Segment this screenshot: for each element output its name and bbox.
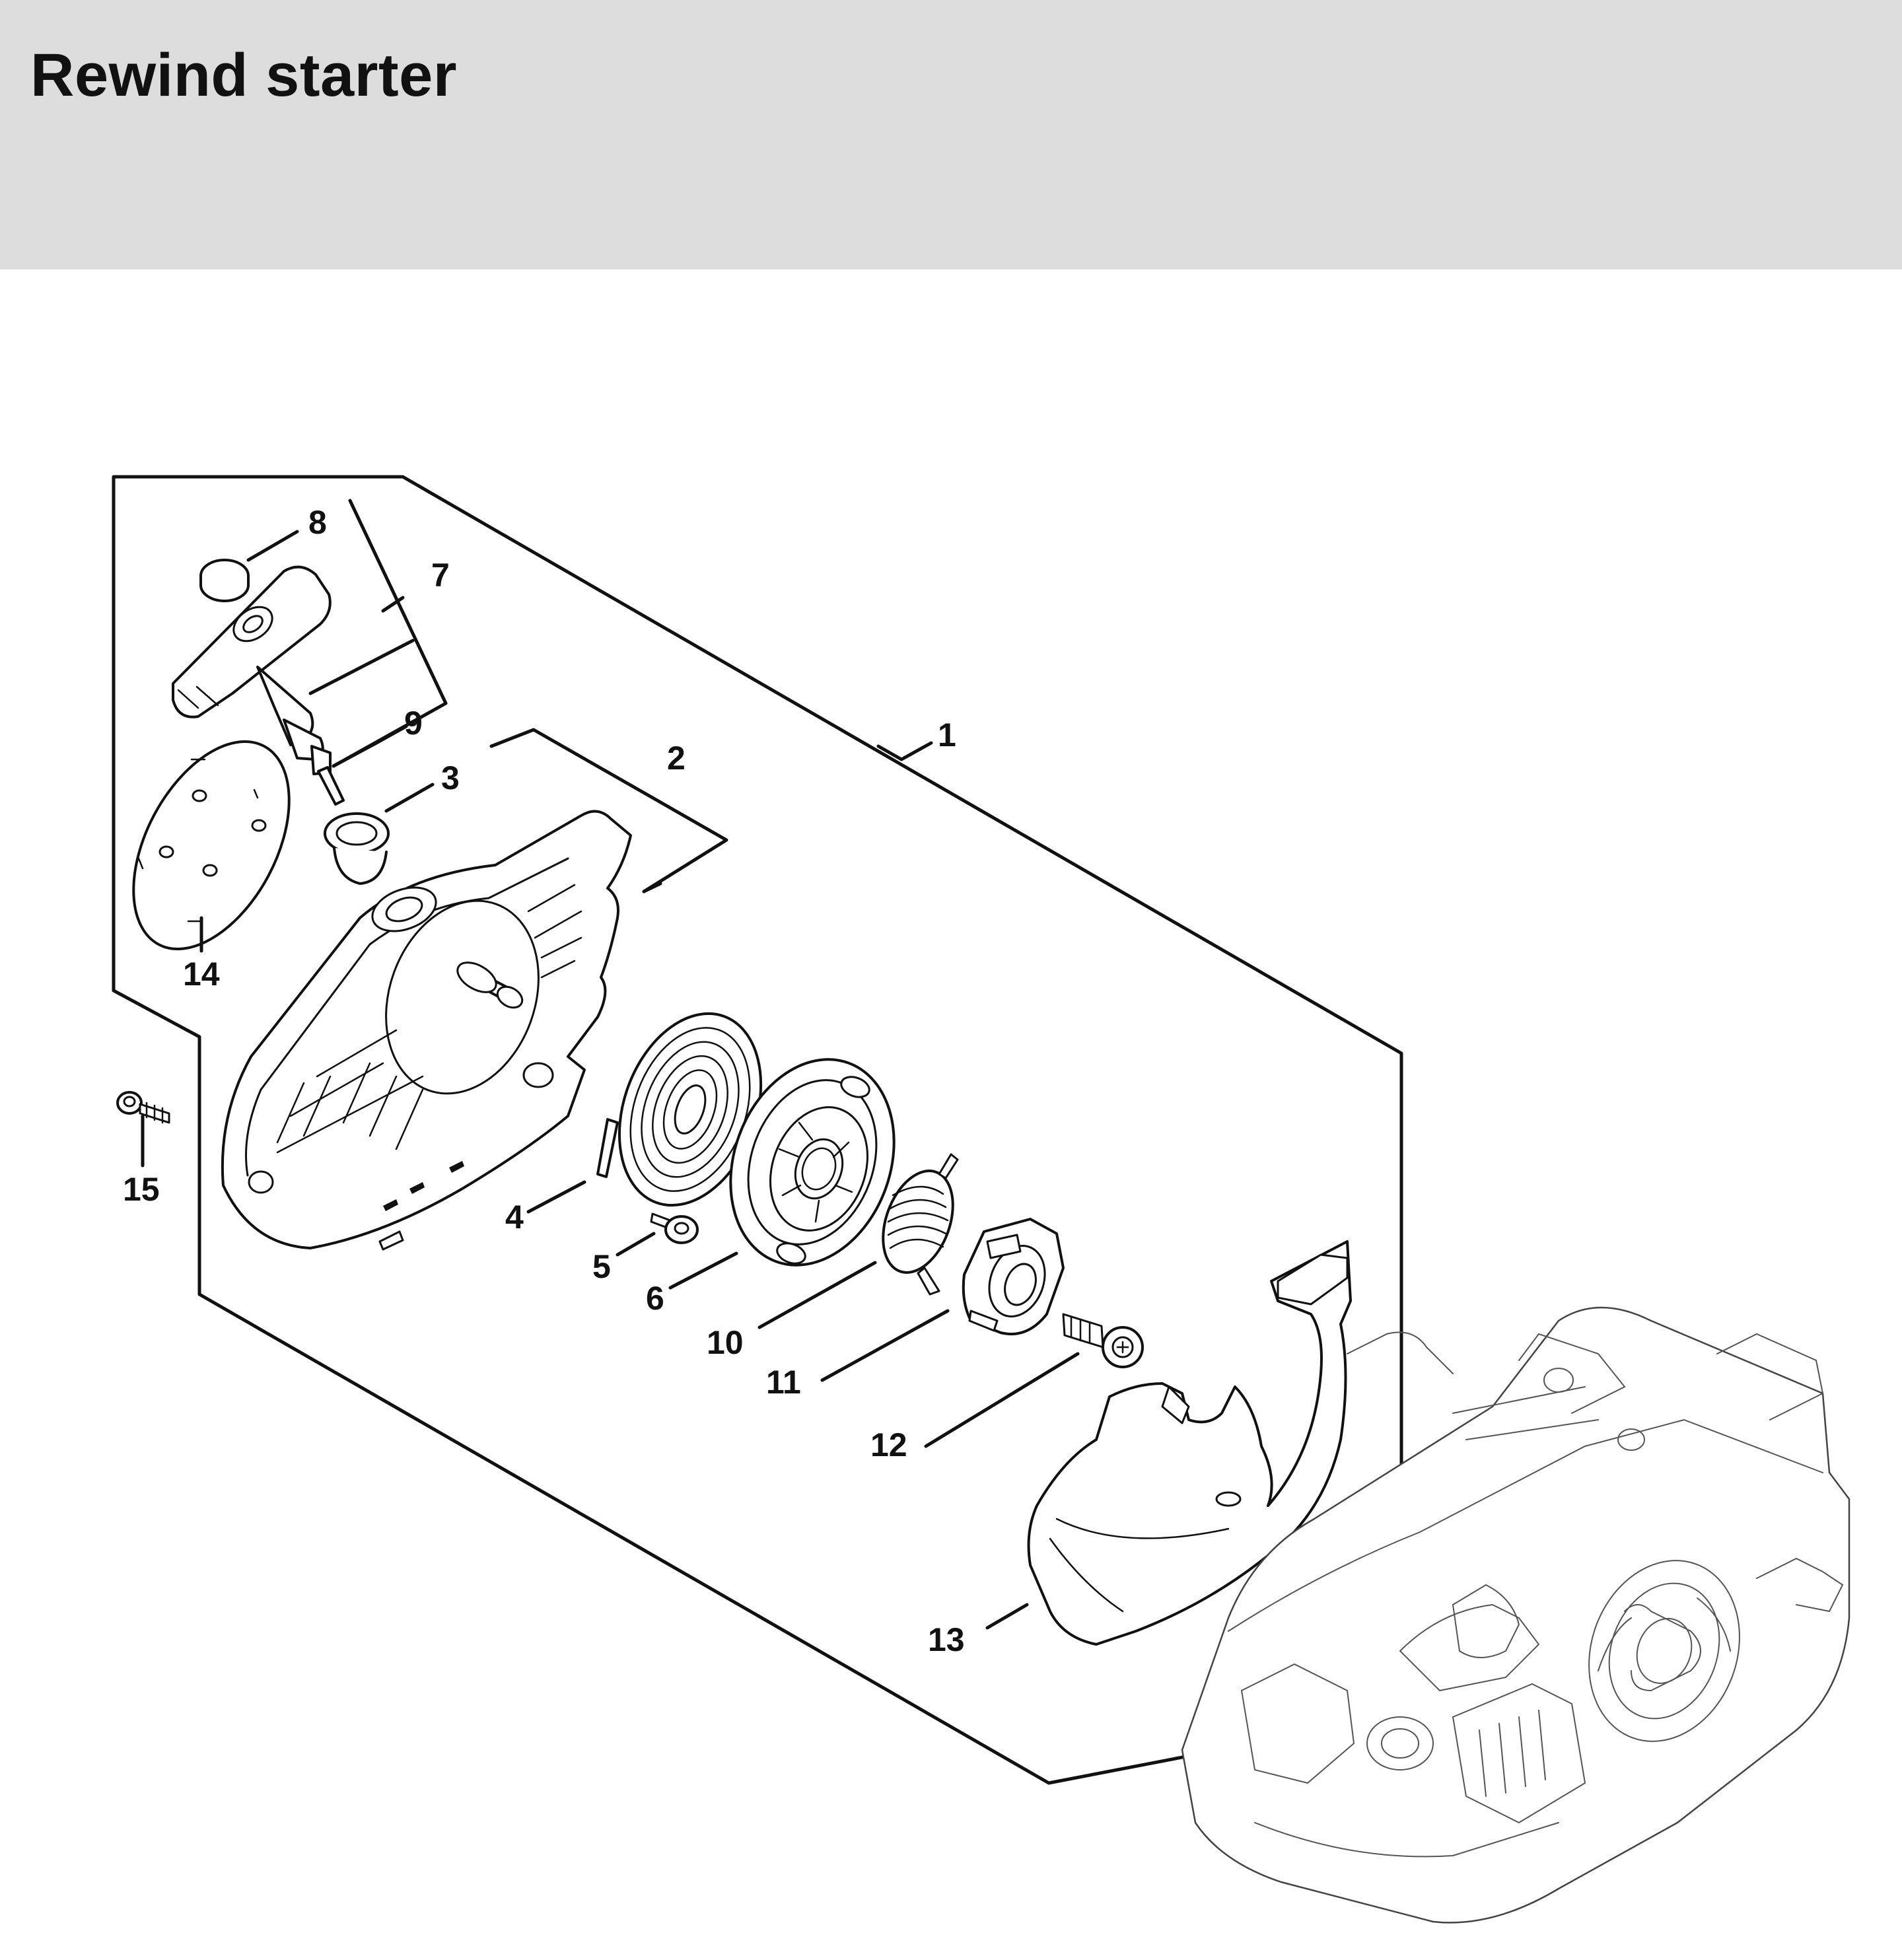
part-10-spring[interactable] xyxy=(870,1153,966,1296)
callout-2: 2 xyxy=(667,740,686,777)
part-3-guide-bush[interactable] xyxy=(324,812,390,885)
callout-labels: 1 2 3 4 5 6 7 8 9 10 11 12 13 14 15 xyxy=(123,504,965,1658)
callout-6: 6 xyxy=(646,1280,664,1317)
callout-1: 1 xyxy=(938,717,956,753)
part-15-screw[interactable] xyxy=(116,1091,170,1124)
callout-14: 14 xyxy=(183,956,220,993)
callout-3: 3 xyxy=(441,759,460,796)
leader-lines xyxy=(141,530,1080,1630)
part-2-fan-housing[interactable] xyxy=(221,810,632,1251)
callout-10: 10 xyxy=(707,1324,744,1361)
part-9-starter-rope[interactable] xyxy=(317,766,345,806)
part-6-rope-rotor[interactable] xyxy=(703,1036,921,1288)
callout-8: 8 xyxy=(308,504,327,541)
assembly-boundary xyxy=(112,475,1403,1785)
callout-9: 9 xyxy=(404,705,423,742)
callout-5: 5 xyxy=(592,1248,611,1285)
callout-15: 15 xyxy=(123,1171,160,1208)
callout-12: 12 xyxy=(870,1426,907,1463)
callout-11: 11 xyxy=(766,1364,801,1401)
part-12-screw[interactable] xyxy=(1062,1313,1144,1368)
part-11-carrier[interactable] xyxy=(962,1218,1065,1336)
part-14-disc[interactable] xyxy=(102,716,322,975)
callout-4: 4 xyxy=(505,1199,524,1236)
part-13-shroud[interactable] xyxy=(1027,1240,1352,1646)
callout-7: 7 xyxy=(431,557,450,594)
part-4-rewind-spring[interactable] xyxy=(594,994,787,1225)
bracket-2-3 xyxy=(489,728,728,893)
callout-13: 13 xyxy=(928,1621,965,1658)
part-7-starter-grip[interactable] xyxy=(172,565,332,775)
bracket-7-8-9 xyxy=(332,499,448,768)
engine-crankcase-context xyxy=(1181,1306,1850,1924)
part-8-cap[interactable] xyxy=(199,559,250,602)
page-title: Rewind starter xyxy=(30,42,458,109)
header-bar: Rewind starter xyxy=(0,0,1902,269)
part-5-screw[interactable] xyxy=(650,1212,699,1244)
